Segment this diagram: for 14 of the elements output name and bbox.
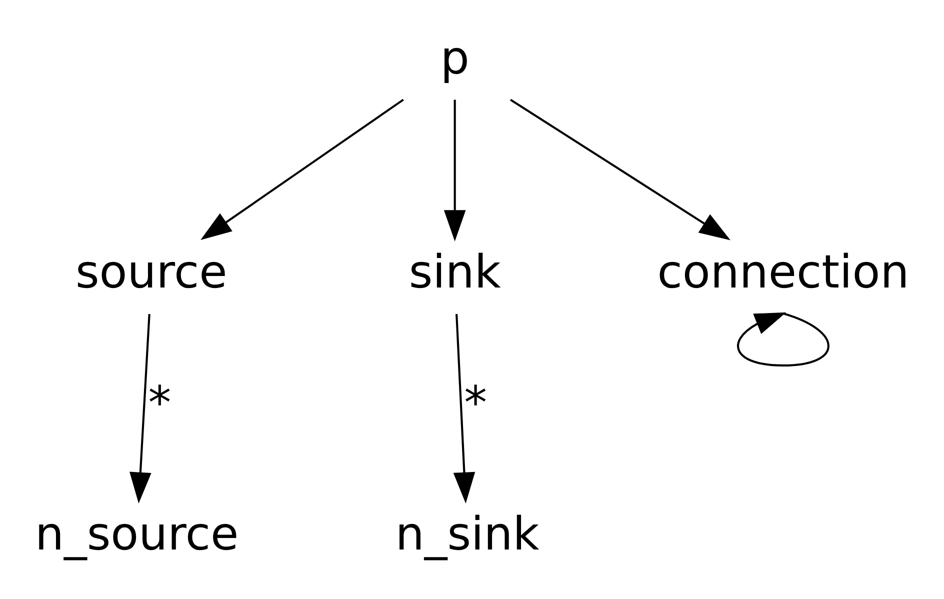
arrow <box>443 99 466 241</box>
arrow <box>509 98 730 240</box>
node-text: n_source <box>34 507 238 560</box>
node-text: p <box>440 31 469 84</box>
arrow <box>129 313 151 503</box>
node-text: connection <box>656 245 909 298</box>
node-text: n_sink <box>394 507 539 560</box>
node-text: sink <box>408 245 500 298</box>
edge-label: * <box>464 376 487 430</box>
arrow <box>200 98 404 240</box>
node-text: source <box>74 245 227 298</box>
edge-label: * <box>148 376 171 430</box>
arrow <box>452 313 475 503</box>
arrow <box>736 312 829 366</box>
